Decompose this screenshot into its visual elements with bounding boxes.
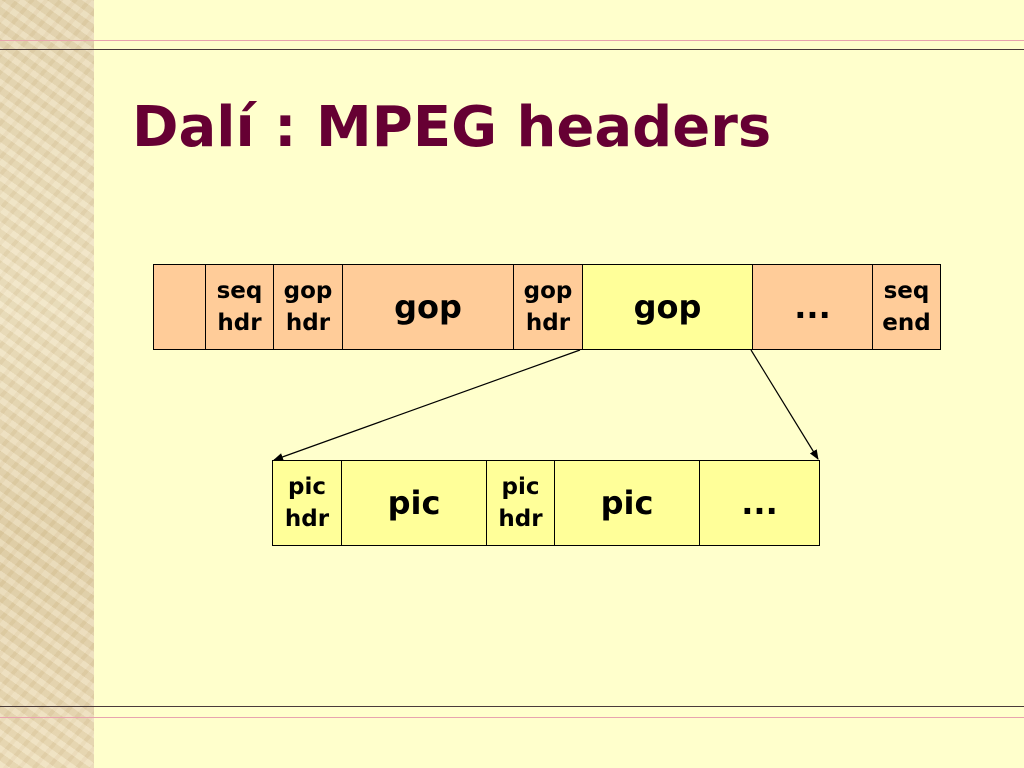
ellipsis-label-top: ... — [794, 288, 831, 326]
ellipsis-cell-top: ... — [752, 264, 873, 350]
decorative-texture-strip — [0, 0, 94, 768]
gop-label-2: gop — [633, 288, 702, 326]
pic-label-2: pic — [600, 484, 654, 522]
slide-title: Dalí : MPEG headers — [132, 95, 772, 160]
sequence-start-cell — [153, 264, 206, 350]
gop-hdr-label-2: gop hdr — [523, 278, 573, 336]
arrow-right — [750, 349, 819, 460]
arrow-left — [273, 349, 581, 461]
bottom-pink-rule — [0, 717, 1024, 718]
gop-detail-row: pic hdr pic pic hdr pic ... — [272, 460, 820, 546]
gop-hdr-cell-2: gop hdr — [513, 264, 583, 350]
ellipsis-label-bottom: ... — [741, 484, 778, 522]
seq-hdr-cell: seq hdr — [205, 264, 274, 350]
bottom-dark-rule — [0, 706, 1024, 707]
pic-cell-2: pic — [554, 460, 700, 546]
pic-hdr-label-2: pic hdr — [498, 474, 543, 532]
pic-hdr-cell-1: pic hdr — [272, 460, 342, 546]
seq-end-cell: seq end — [872, 264, 941, 350]
mpeg-sequence-row: seq hdr gop hdr gop gop hdr gop ... seq … — [153, 264, 941, 350]
top-dark-rule — [0, 49, 1024, 50]
gop-cell-1: gop — [342, 264, 514, 350]
gop-cell-2-highlighted: gop — [582, 264, 753, 350]
pic-hdr-label-1: pic hdr — [284, 474, 330, 532]
gop-label-1: gop — [394, 288, 462, 326]
top-pink-rule — [0, 40, 1024, 41]
seq-hdr-label: seq hdr — [216, 278, 263, 336]
gop-hdr-cell-1: gop hdr — [273, 264, 343, 350]
pic-hdr-cell-2: pic hdr — [486, 460, 555, 546]
pic-label-1: pic — [387, 484, 441, 522]
gop-hdr-label-1: gop hdr — [283, 278, 333, 336]
ellipsis-cell-bottom: ... — [699, 460, 820, 546]
seq-end-label: seq end — [882, 278, 931, 336]
pic-cell-1: pic — [341, 460, 487, 546]
